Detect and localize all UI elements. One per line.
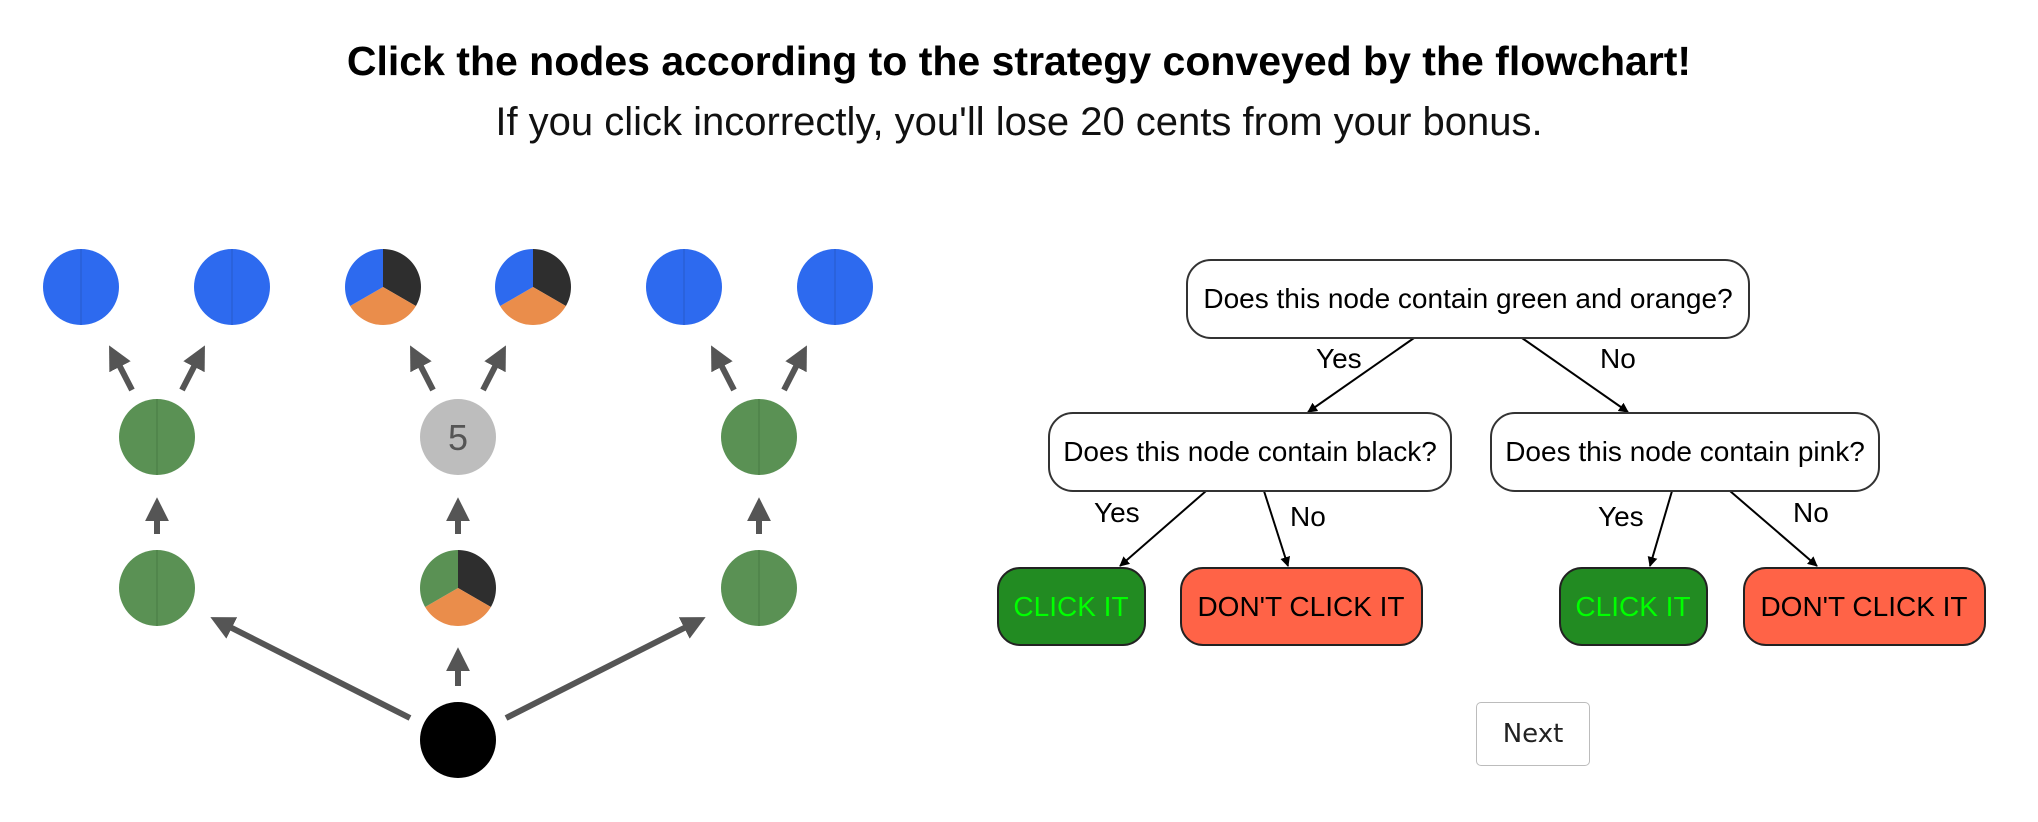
edge-q2-no <box>1263 490 1291 567</box>
tree-node-right-3a[interactable] <box>646 249 722 325</box>
edge-q2-yes <box>1119 490 1207 567</box>
edge-label-q3-yes: Yes <box>1598 501 1644 532</box>
edge-label-q2-yes: Yes <box>1094 497 1140 528</box>
arrow-root-right <box>504 617 706 721</box>
tree-node-left-3a[interactable] <box>43 249 119 325</box>
question-text-pink: Does this node contain pink? <box>1505 436 1865 467</box>
next-button[interactable]: Next <box>1476 702 1590 766</box>
arrow-center-2b <box>480 345 506 392</box>
question-node-pink: Does this node contain pink? <box>1490 412 1880 492</box>
tree-node-root[interactable] <box>420 702 496 778</box>
tree-node-left-2[interactable] <box>119 399 195 475</box>
outcome-click-it-right-text: CLICK IT <box>1575 591 1690 622</box>
tree-arrows <box>109 345 807 721</box>
arrow-left-2a <box>109 345 135 392</box>
edge-q3-no <box>1729 490 1818 567</box>
arrow-center-2a <box>410 345 436 392</box>
tree-node-center-2-label: 5 <box>448 417 468 458</box>
edge-label-q3-no: No <box>1793 497 1829 528</box>
arrow-root-left <box>210 617 412 721</box>
tree-node-right-1[interactable] <box>721 550 797 626</box>
outcome-click-it-left-text: CLICK IT <box>1013 591 1128 622</box>
tree-node-left-1[interactable] <box>119 550 195 626</box>
outcome-dont-click-left: DON'T CLICK IT <box>1180 567 1423 646</box>
instruction-subtitle: If you click incorrectly, you'll lose 20… <box>495 100 1543 144</box>
question-text-black: Does this node contain black? <box>1063 436 1437 467</box>
edge-q1-no <box>1521 337 1629 413</box>
question-node-green-orange: Does this node contain green and orange? <box>1186 259 1750 339</box>
edge-label-q1-yes: Yes <box>1316 343 1362 374</box>
arrow-left-2b <box>179 345 205 392</box>
edge-label-q2-no: No <box>1290 501 1326 532</box>
outcome-dont-click-right-text: DON'T CLICK IT <box>1760 591 1967 622</box>
task-tree: 5 <box>43 249 873 778</box>
tree-node-right-2[interactable] <box>721 399 797 475</box>
tree-node-left-3b[interactable] <box>194 249 270 325</box>
question-node-black: Does this node contain black? <box>1048 412 1452 492</box>
tree-node-center-3a[interactable] <box>345 249 421 325</box>
instruction-title: Click the nodes according to the strateg… <box>346 38 1692 84</box>
outcome-click-it-left: CLICK IT <box>997 567 1146 646</box>
outcome-dont-click-right: DON'T CLICK IT <box>1743 567 1986 646</box>
edge-q3-yes <box>1647 490 1673 567</box>
tree-node-right-3b[interactable] <box>797 249 873 325</box>
edge-label-q1-no: No <box>1600 343 1636 374</box>
arrow-right-2a <box>711 345 737 392</box>
tree-node-center-3b[interactable] <box>495 249 571 325</box>
outcome-dont-click-left-text: DON'T CLICK IT <box>1197 591 1404 622</box>
arrow-right-2b <box>781 345 807 392</box>
outcome-click-it-right: CLICK IT <box>1559 567 1708 646</box>
edge-q1-yes <box>1307 337 1415 413</box>
tree-node-center-1[interactable] <box>420 550 496 626</box>
question-text-green-orange: Does this node contain green and orange? <box>1203 283 1732 314</box>
tree-node-center-2[interactable]: 5 <box>420 399 496 475</box>
